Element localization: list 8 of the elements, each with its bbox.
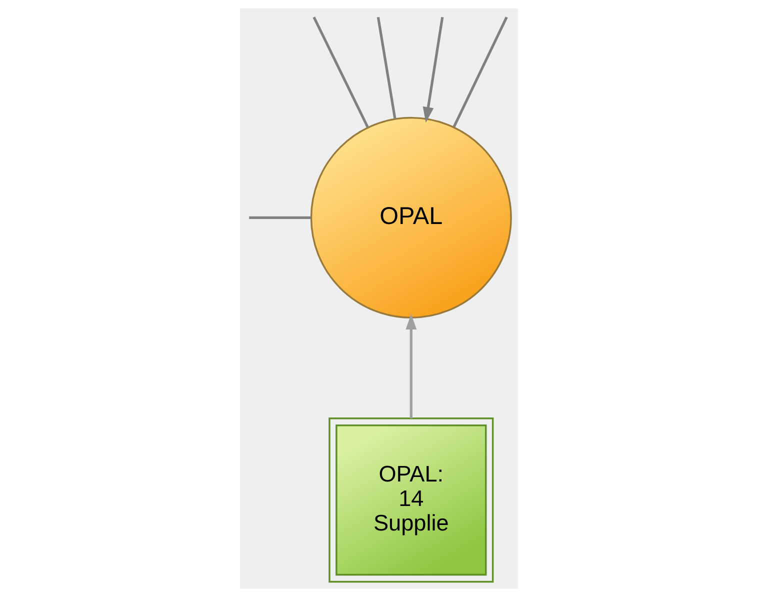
- connector: [248, 216, 311, 219]
- connector: [452, 16, 508, 128]
- connector: [376, 16, 396, 120]
- node-box: OPAL: 14 Supplie: [328, 418, 494, 583]
- connector: [312, 16, 368, 128]
- arrow: [405, 314, 416, 418]
- arrow: [422, 16, 444, 123]
- node-circle: OPAL: [310, 116, 512, 318]
